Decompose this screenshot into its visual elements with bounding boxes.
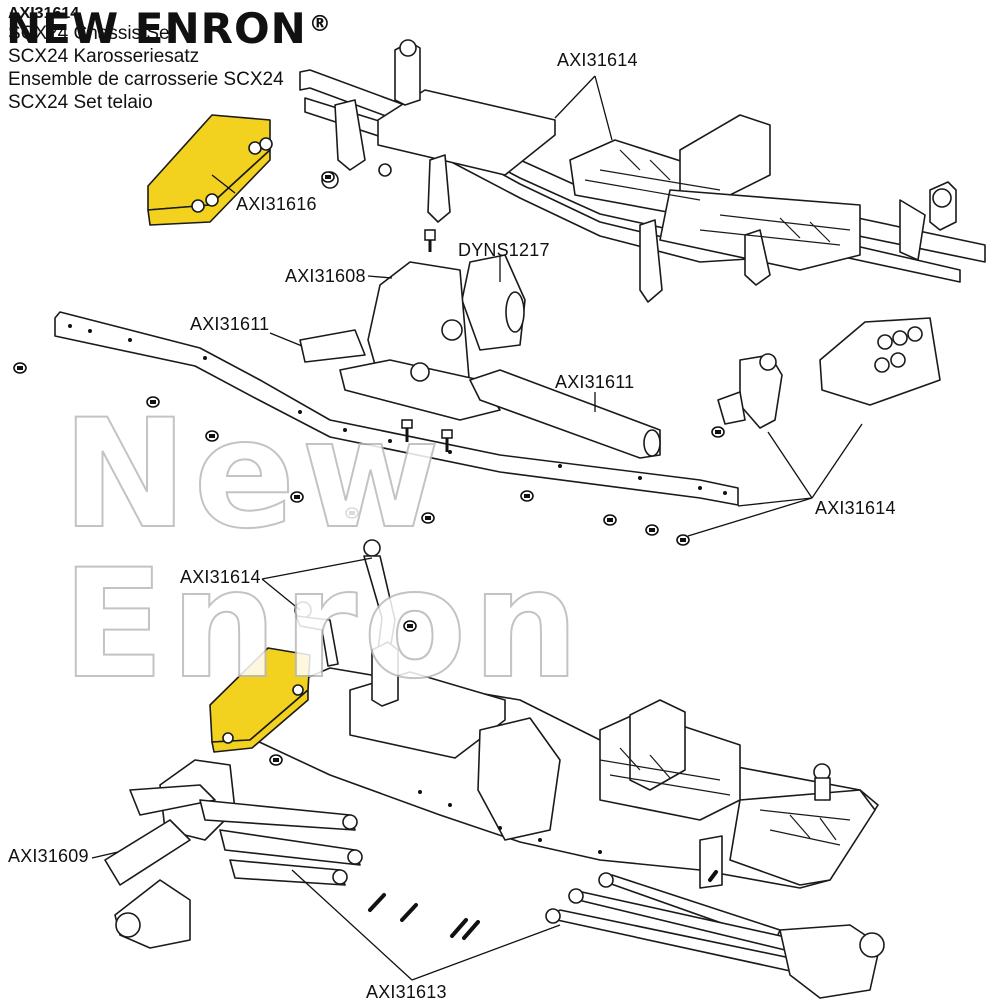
top-chassis-frame xyxy=(299,39,986,303)
bumper-right xyxy=(819,317,941,406)
callout-chassis-top: AXI31614 xyxy=(557,50,638,70)
title-line-de: SCX24 Karosseriesatz xyxy=(8,46,200,67)
servo-mount xyxy=(717,353,783,429)
screw-icon xyxy=(424,229,436,252)
rear-links xyxy=(545,872,885,999)
screw-icon xyxy=(368,870,718,940)
screw-icon xyxy=(321,171,335,183)
title-line-en: SCX24 Chassis Set xyxy=(8,23,175,44)
part-number: AXI31614 xyxy=(8,5,80,22)
watermark: New Enron xyxy=(61,388,586,712)
screw-icon xyxy=(401,419,453,452)
callout-chassis-parts: AXI31614 xyxy=(815,498,896,518)
title-block: AXI31614 SCX24 Chassis Set SCX24 Karosse… xyxy=(8,6,284,114)
brand-logo: NEW ENRON® xyxy=(6,6,332,52)
callout-driveshaft-front: AXI31611 xyxy=(190,314,270,334)
brand-name: NEW ENRON xyxy=(6,4,307,53)
callout-motor: DYNS1217 xyxy=(458,240,550,260)
bumper-highlight-bottom xyxy=(209,647,311,753)
side-frame-rail xyxy=(54,311,739,506)
callout-driveshaft-rear: AXI31611 xyxy=(555,372,635,392)
callout-transmission: AXI31608 xyxy=(285,266,366,286)
title-line-it: SCX24 Set telaio xyxy=(8,92,153,113)
front-axle-assembly xyxy=(104,759,363,949)
bumper-highlight-top xyxy=(147,114,273,226)
callout-body-posts: AXI31614 xyxy=(180,567,261,587)
registered-mark: ® xyxy=(308,12,332,37)
body-post xyxy=(294,539,396,667)
transmission-assembly xyxy=(299,254,661,459)
callout-bumper: AXI31616 xyxy=(236,194,317,214)
callout-links: AXI31613 xyxy=(366,982,447,1002)
leader-lines xyxy=(91,75,863,981)
title-line-fr: Ensemble de carrosserie SCX24 xyxy=(8,69,284,90)
callout-axle: AXI31609 xyxy=(8,846,89,866)
bottom-chassis xyxy=(254,641,879,889)
